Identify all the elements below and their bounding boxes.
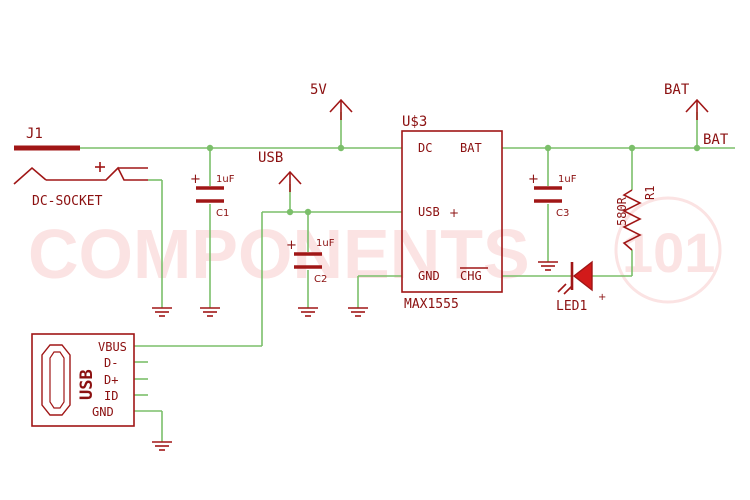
usb-pin-id: ID (104, 389, 118, 403)
ic-ref: U$3 (402, 114, 427, 130)
c1-ref: C1 (216, 208, 229, 219)
c2-plus: + (286, 238, 297, 253)
c3-value: 1uF (558, 174, 577, 185)
junction-usb (286, 208, 294, 216)
ground-icon (348, 307, 368, 317)
ground-icon (152, 441, 172, 451)
dc-socket-contact (46, 166, 148, 181)
usb-pin-vbus: VBUS (98, 340, 127, 354)
led-light-arrow-1 (557, 283, 567, 293)
ground-icon (538, 261, 558, 271)
capacitor-c2: + 1uF C2 (286, 238, 335, 285)
resistor-r1: 580R R1 (615, 186, 657, 251)
c2-value: 1uF (316, 238, 335, 249)
r1-value: 580R (615, 196, 629, 226)
junction-c1 (206, 144, 214, 152)
usb-pin-gnd: GND (92, 405, 114, 419)
c3-ref: C3 (556, 208, 569, 219)
ic-pin-dc: DC (418, 141, 432, 155)
capacitor-c1: + 1uF C1 (190, 172, 235, 219)
junction-r1 (628, 144, 636, 152)
usb-body (31, 333, 135, 427)
j1-ref: J1 (26, 126, 43, 142)
usb-shell-inner-icon (49, 351, 65, 409)
ic-pin-usb: USB (418, 205, 440, 219)
ic-pin-gnd: GND (418, 269, 440, 283)
led-mark: + (598, 292, 606, 303)
dc-socket-spring (13, 166, 47, 185)
junction-c2 (304, 208, 312, 216)
led-light-arrow-2 (563, 285, 573, 295)
r1-ref: R1 (643, 186, 657, 200)
supply-bat: BAT BAT (664, 82, 729, 148)
ground-icon (298, 307, 318, 317)
ground-symbols (152, 261, 558, 451)
usb-label: USB (77, 369, 97, 400)
ground-icon (200, 307, 220, 317)
label-5v: 5V (310, 82, 327, 98)
usb-pin-dplus: D+ (104, 373, 118, 387)
c2-ref: C2 (314, 274, 327, 285)
label-bat-top: BAT (664, 82, 690, 98)
junctions (206, 144, 701, 216)
usb-pin-dminus: D- (104, 356, 118, 370)
label-bat-net: BAT (703, 132, 729, 148)
ic-u3: U$3 MAX1555 DC BAT USB + GND CHG (401, 114, 503, 312)
led-ref: LED1 (556, 299, 587, 314)
ground-icon (152, 307, 172, 317)
junction-5v (337, 144, 345, 152)
junction-bat (693, 144, 701, 152)
led-triangle (572, 260, 593, 292)
ic-part: MAX1555 (404, 297, 459, 312)
ic-pin-chg: CHG (460, 269, 482, 283)
supply-usb: USB (258, 150, 302, 192)
dc-socket-j1: J1 DC-SOCKET (13, 126, 148, 209)
ic-body (401, 130, 503, 293)
c3-plus: + (528, 172, 539, 187)
usb-connector: USB VBUS D- D+ ID GND (31, 333, 135, 427)
watermark-text: COMPONENTS (28, 215, 530, 293)
junction-c3 (544, 144, 552, 152)
c1-value: 1uF (216, 174, 235, 185)
ic-pin-usb-mark: + (449, 206, 459, 220)
c1-plus: + (190, 172, 201, 187)
label-usb: USB (258, 150, 283, 166)
ic-pin-bat: BAT (460, 141, 482, 155)
capacitor-c3: + 1uF C3 (528, 172, 577, 219)
led-led1: LED1 + (556, 260, 606, 314)
r1-zigzag (622, 189, 642, 251)
watermark-suffix: 101 (622, 221, 715, 284)
watermark-circle (614, 196, 722, 304)
supply-5v: 5V (310, 82, 353, 120)
j1-name: DC-SOCKET (32, 194, 103, 209)
wires (80, 112, 735, 442)
usb-shell-icon (41, 344, 71, 416)
